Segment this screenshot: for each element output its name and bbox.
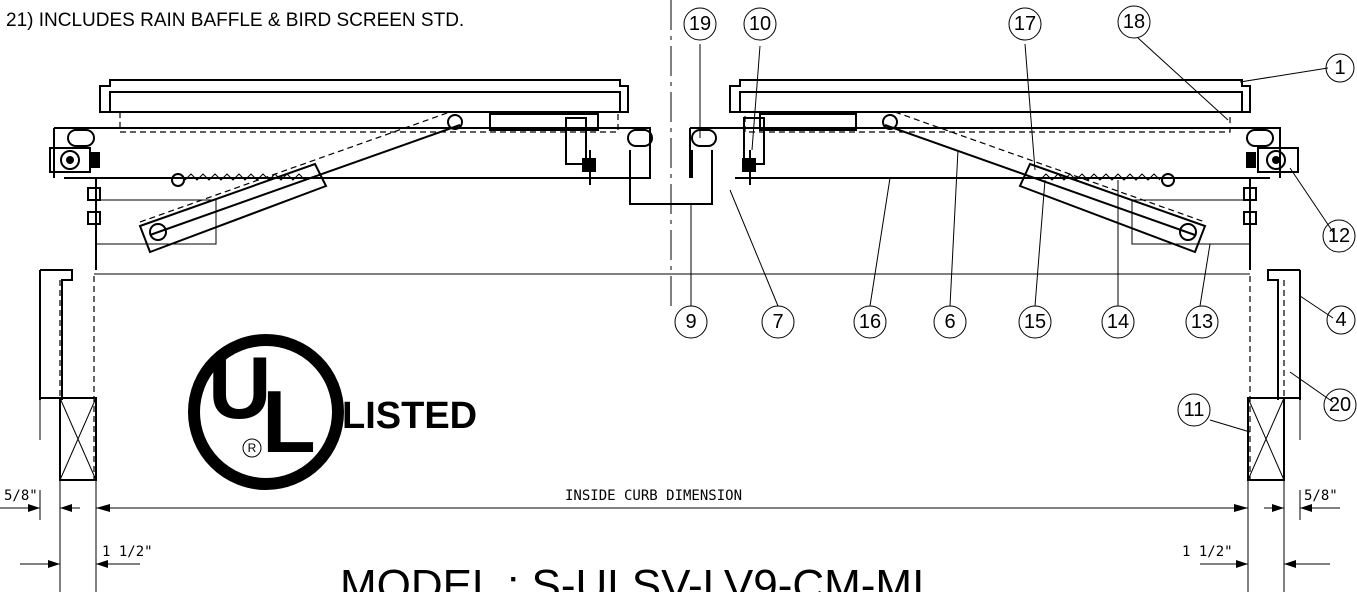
svg-text:11: 11 <box>1184 399 1205 421</box>
left-5-8-dimension: 5/8" <box>0 488 80 520</box>
balloon-20: 20 <box>1323 388 1357 422</box>
right-1-1-2-label: 1 1/2" <box>1182 544 1233 560</box>
svg-text:20: 20 <box>1329 394 1351 416</box>
model-title: MODEL : S-ULSV-LV9-CM-MI <box>340 561 924 592</box>
right-5-8-dimension: 5/8" <box>1264 488 1340 520</box>
balloon-16: 16 <box>853 305 887 339</box>
svg-text:9: 9 <box>685 311 696 333</box>
leader-lines <box>690 37 1334 433</box>
left-1-1-2-dimension: 1 1/2" <box>20 544 153 568</box>
balloon-15: 15 <box>1018 305 1052 339</box>
svg-text:14: 14 <box>1107 311 1129 333</box>
center-gutter <box>629 150 713 205</box>
left-1-1-2-label: 1 1/2" <box>102 544 153 560</box>
right-curb <box>1247 269 1301 592</box>
balloon-18: 18 <box>1117 5 1151 39</box>
balloon-12: 12 <box>1322 219 1356 253</box>
svg-text:12: 12 <box>1328 225 1350 247</box>
right-5-8-label: 5/8" <box>1304 488 1338 504</box>
svg-text:1: 1 <box>1334 57 1345 79</box>
svg-text:13: 13 <box>1191 311 1213 333</box>
listed-label: LISTED <box>342 395 477 437</box>
svg-text:10: 10 <box>749 13 771 35</box>
svg-text:19: 19 <box>689 13 711 35</box>
balloon-7: 7 <box>761 305 795 339</box>
svg-text:18: 18 <box>1123 11 1145 33</box>
svg-text:7: 7 <box>772 311 783 333</box>
svg-text:16: 16 <box>859 311 881 333</box>
balloon-13: 13 <box>1185 305 1219 339</box>
balloon-1: 1 <box>1325 53 1355 83</box>
inside-curb-dimension: INSIDE CURB DIMENSION <box>96 488 1248 512</box>
balloon-4: 4 <box>1326 305 1356 335</box>
balloon-14: 14 <box>1101 305 1135 339</box>
inside-curb-label: INSIDE CURB DIMENSION <box>565 488 742 504</box>
left-5-8-label: 5/8" <box>4 488 38 504</box>
note-21: 21) INCLUDES RAIN BAFFLE & BIRD SCREEN S… <box>6 10 464 31</box>
balloon-6: 6 <box>933 305 967 339</box>
svg-text:6: 6 <box>944 311 955 333</box>
balloon-11: 11 <box>1177 393 1211 427</box>
ul-letter-u: U <box>208 338 272 437</box>
right-1-1-2-dimension: 1 1/2" <box>1182 544 1330 568</box>
balloon-19: 19 <box>683 7 717 41</box>
balloon-9: 9 <box>674 305 708 339</box>
svg-text:4: 4 <box>1335 309 1346 331</box>
svg-text:17: 17 <box>1014 13 1036 35</box>
right-door-assembly <box>689 79 1299 270</box>
balloon-10: 10 <box>743 7 777 41</box>
svg-text:15: 15 <box>1024 311 1046 333</box>
balloon-17: 17 <box>1008 7 1042 41</box>
registered-mark: R <box>248 441 257 455</box>
left-curb <box>39 269 97 592</box>
ul-listed-logo: U L R LISTED <box>188 334 477 490</box>
ul-letter-l: L <box>262 372 316 471</box>
left-door-assembly <box>49 79 653 270</box>
